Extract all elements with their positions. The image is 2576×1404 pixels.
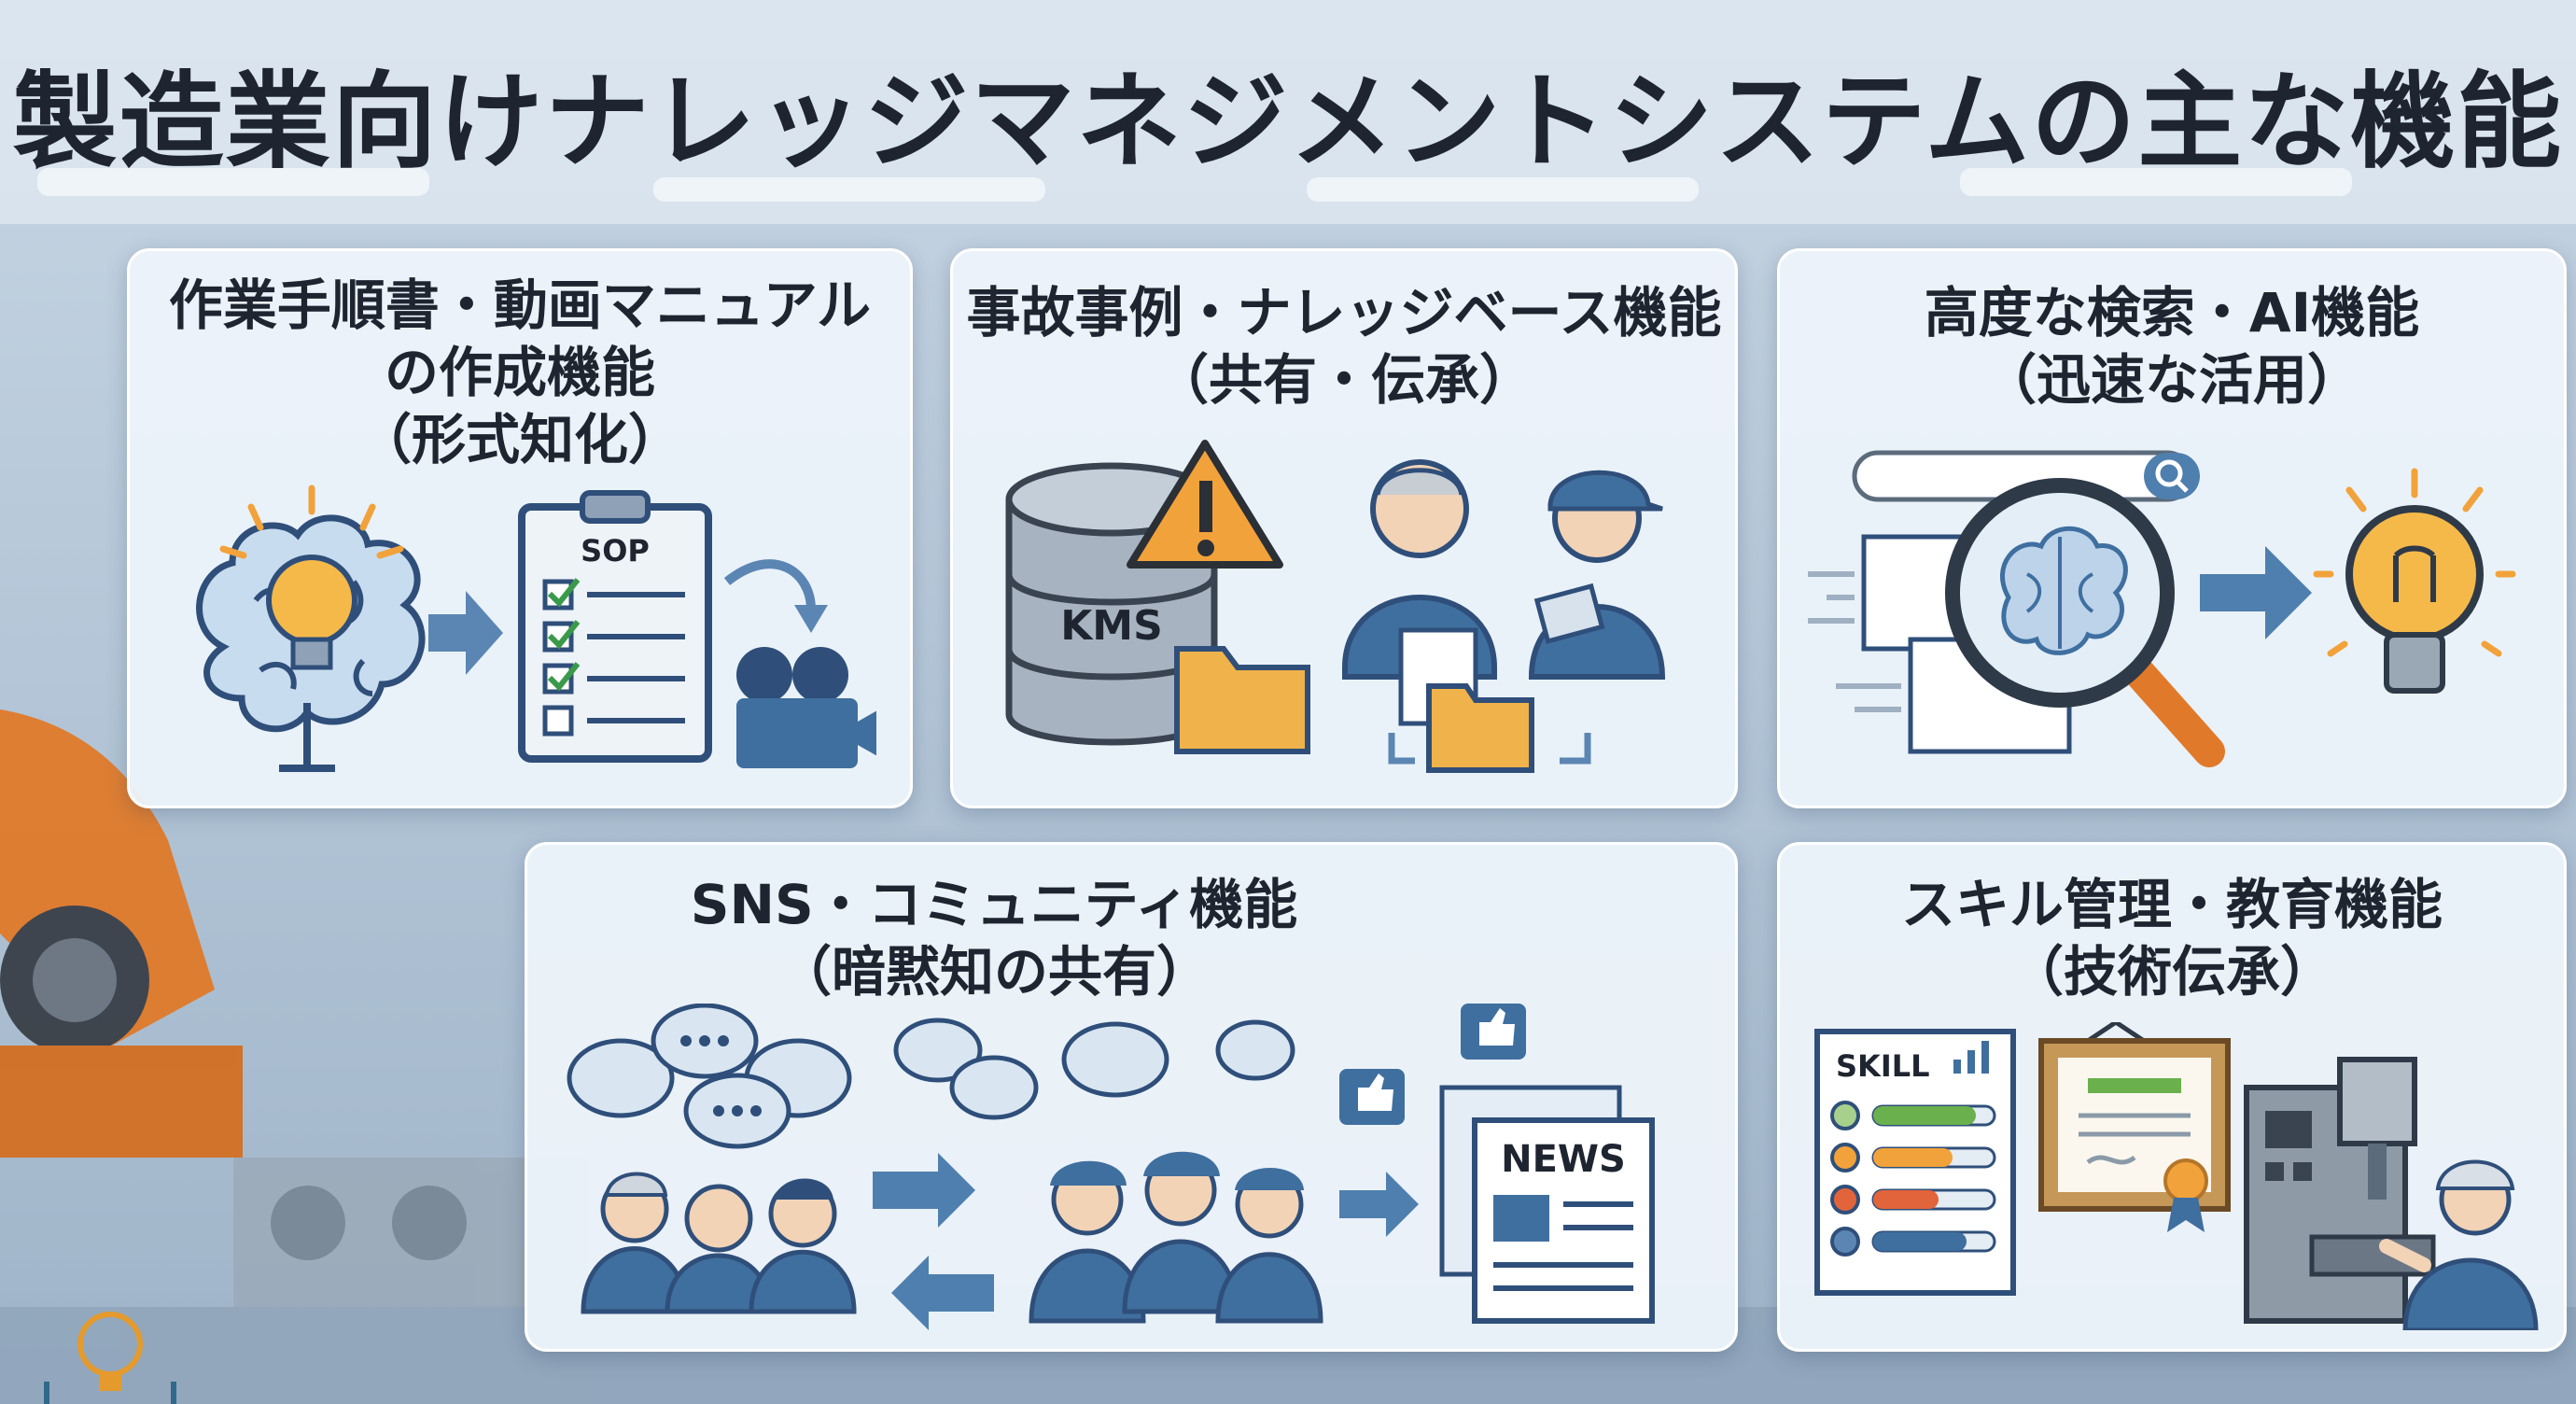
arrow-icon [1339,1172,1419,1237]
card-title-line: 作業手順書・動画マニュアル [168,274,872,337]
card-title: 作業手順書・動画マニュアル の作成機能 （形式知化） [130,272,910,473]
newspaper-icon: NEWS [1439,1085,1655,1324]
card-sns-community: SNS・コミュニティ機能 （暗黙知の共有） [525,842,1738,1352]
sop-label: SOP [581,533,650,569]
card-title-line: （共有・伝承） [1154,348,1533,412]
robot-arm-illustration [0,709,243,1158]
card-title-line: スキル管理・教育機能 [1900,873,2443,936]
search-bar-icon [1852,450,2200,502]
brain-lightbulb-icon [196,484,426,772]
warning-icon [1127,440,1283,569]
skill-chart-icon: SKILL [1814,1029,2016,1296]
card-title-line: （暗黙知の共有） [777,940,1211,1004]
arrow-icon [2200,546,2312,639]
card-title: 事故事例・ナレッジベース機能 （共有・伝承） [953,279,1735,414]
card-illustration: KMS [1005,440,1666,773]
card-title: SNS・コミュニティ機能 （暗黙知の共有） [527,871,1461,1005]
card-title-line: の作成機能 [384,341,655,404]
card-illustration: SOP [196,484,876,772]
news-label: NEWS [1501,1138,1626,1181]
card-title-line: （形式知化） [357,408,682,471]
card-title: スキル管理・教育機能 （技術伝承） [1780,871,2564,1005]
magnifier-brain-icon [1945,478,2225,767]
card-title: 高度な検索・AI機能 （迅速な活用） [1780,279,2564,414]
like-icon [1339,1004,1526,1125]
video-camera-icon [736,647,876,768]
speech-bubbles-icon [567,1004,852,1149]
machine-tool-icon [2244,1057,2436,1324]
card-title-line: （迅速な活用） [1981,348,2361,412]
skill-label: SKILL [1836,1048,1930,1084]
card-skill-management: スキル管理・教育機能 （技術伝承） SKILL [1777,842,2567,1352]
lightbulb-logo-icon [44,1312,176,1404]
page-title: 製造業向けナレッジマネジメントシステムの主な機能 [12,62,2564,183]
clipboard-checklist-icon: SOP [518,490,712,763]
card-illustration: NEWS [567,1004,1655,1330]
card-title-line: （技術伝承） [2009,940,2334,1004]
workers-group-icon [1029,1239,1323,1324]
card-sop-video-manual: 作業手順書・動画マニュアル の作成機能 （形式知化） SOP [127,248,913,808]
folder-icon [1174,646,1310,754]
exchange-arrows-icon [873,1153,994,1330]
card-illustration: SKILL [1814,1022,2539,1330]
worker-icon [2379,1159,2539,1330]
card-search-ai: 高度な検索・AI機能 （迅速な活用） [1777,248,2567,808]
card-knowledge-base: 事故事例・ナレッジベース機能 （共有・伝承） KMS [950,248,1738,808]
card-title-line: 事故事例・ナレッジベース機能 [966,281,1722,344]
arrow-icon [428,591,503,675]
young-worker-icon [1528,470,1666,680]
lightbulb-icon [2313,468,2516,694]
card-title-line: SNS・コミュニティ機能 [690,873,1298,936]
kms-label: KMS [1060,602,1163,650]
card-title-line: 高度な検索・AI機能 [1924,281,2420,344]
certificate-icon [2038,1022,2231,1232]
workers-group-icon [581,1246,857,1314]
shared-folder-icon [1388,627,1591,773]
card-illustration [1808,450,2516,767]
